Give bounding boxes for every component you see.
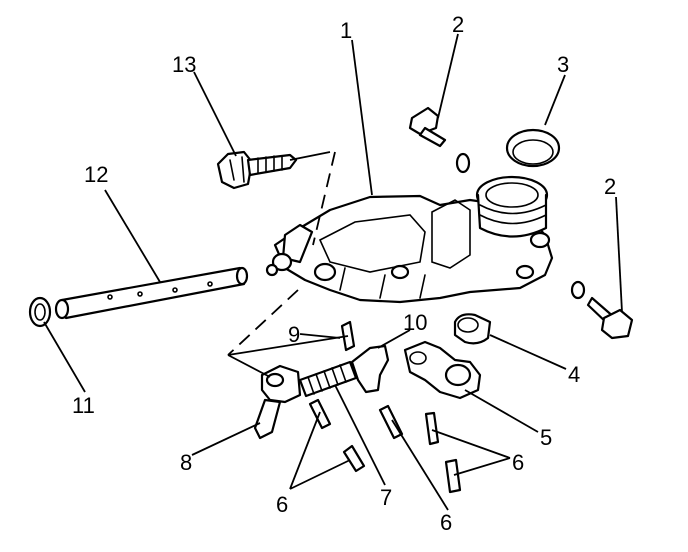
callout-6-left: 6 xyxy=(276,492,288,517)
callout-2-right: 2 xyxy=(604,174,616,199)
callout-6-center: 6 xyxy=(440,510,452,535)
lever-5 xyxy=(403,340,482,400)
housing xyxy=(271,175,554,304)
seal-11 xyxy=(28,296,52,328)
callout-2-upper: 2 xyxy=(452,12,464,37)
callouts: 1 2 2 3 4 5 6 6 6 7 8 9 10 11 12 13 xyxy=(72,12,616,535)
leader-lines xyxy=(43,33,623,511)
callout-8: 8 xyxy=(180,450,192,475)
callout-6-right: 6 xyxy=(512,450,524,475)
bolt-13 xyxy=(216,150,298,190)
shaft-12 xyxy=(54,263,279,320)
lever-10 xyxy=(350,344,390,394)
ring-3 xyxy=(505,128,561,168)
pin-6c xyxy=(378,404,404,440)
callout-1: 1 xyxy=(340,18,352,43)
callout-9: 9 xyxy=(288,322,300,347)
callout-3: 3 xyxy=(557,52,569,77)
bolt-2-upper xyxy=(408,106,471,174)
callout-7: 7 xyxy=(380,485,392,510)
callout-4: 4 xyxy=(568,362,580,387)
callout-5: 5 xyxy=(540,425,552,450)
bushing-4 xyxy=(453,313,492,345)
bolt-2-right xyxy=(570,280,634,340)
callout-12: 12 xyxy=(84,162,108,187)
fork-8 xyxy=(253,364,302,440)
pin-6e xyxy=(444,458,462,494)
alignment-line-bolt xyxy=(312,151,336,246)
spring-7 xyxy=(298,360,358,398)
alignment-line-pin xyxy=(227,289,299,356)
callout-10: 10 xyxy=(403,310,427,335)
pin-6d xyxy=(424,411,440,446)
callout-11: 11 xyxy=(72,393,95,418)
pin-6b xyxy=(342,444,366,473)
callout-13: 13 xyxy=(172,52,196,77)
